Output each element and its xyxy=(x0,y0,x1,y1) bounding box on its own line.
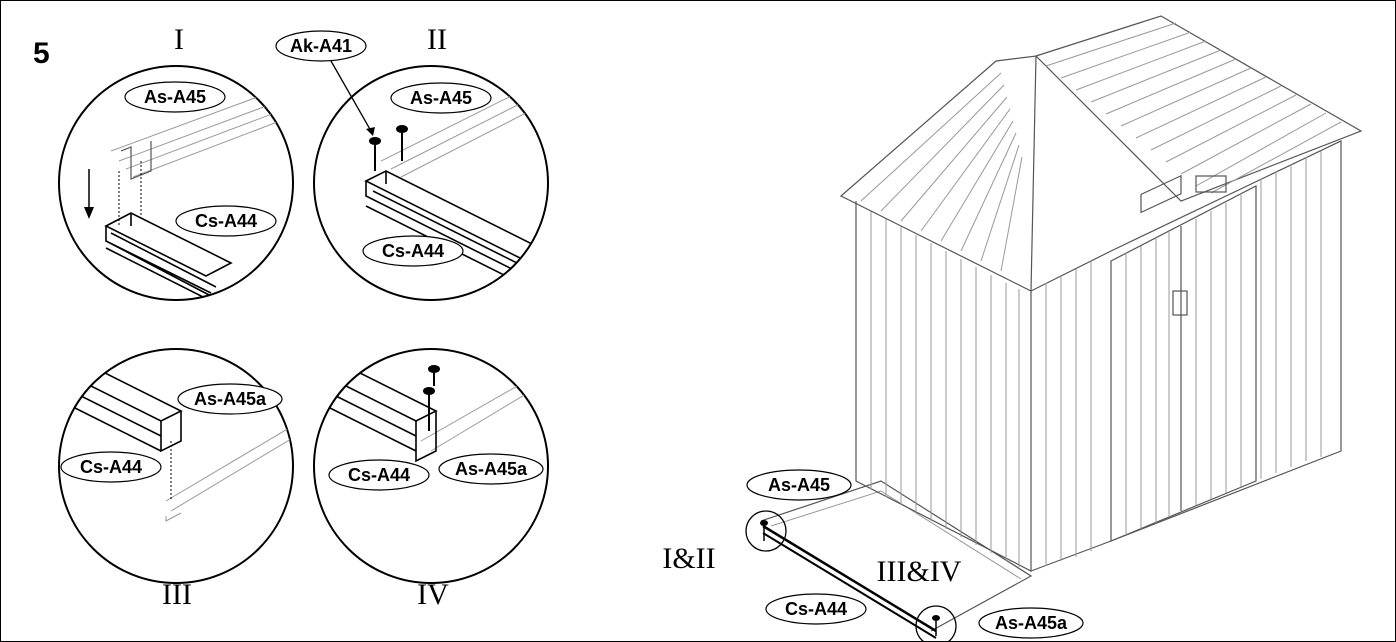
roof-right-ribs xyxy=(1045,22,1342,194)
front-wall xyxy=(1030,140,1342,572)
detail-IV: Cs-A44 As-A45a IV xyxy=(313,348,549,611)
door-panel xyxy=(1110,185,1257,542)
detail-III: As-A45a Cs-A44 III xyxy=(58,348,294,611)
label-as-a45: As-A45 xyxy=(410,88,472,108)
label-oval xyxy=(390,82,492,114)
callout-label: III&IV xyxy=(877,555,962,588)
roof-left xyxy=(839,55,1037,292)
step-number: 5 xyxy=(33,37,50,70)
screw-icon xyxy=(760,520,768,541)
detail-II: Ak-A41 As-A45 Cs-A44 II xyxy=(275,23,549,301)
label-cs-a44: Cs-A44 xyxy=(348,465,410,485)
label-oval xyxy=(275,30,367,62)
detail-I-circle xyxy=(58,65,294,301)
door-ribs xyxy=(1125,195,1242,535)
overview-label-cs-a44: Cs-A44 xyxy=(785,599,847,619)
door-handle xyxy=(1172,290,1188,316)
detail-roman-label: IV xyxy=(417,578,449,611)
label-as-a45: As-A45 xyxy=(144,87,206,107)
front-wall-ribs xyxy=(1045,151,1322,566)
left-wall-ribs xyxy=(870,211,1020,567)
vent-icon xyxy=(1140,174,1182,214)
screw-icon xyxy=(428,365,440,386)
label-ak-a41: Ak-A41 xyxy=(290,36,352,56)
label-cs-a44: Cs-A44 xyxy=(195,211,257,231)
shed-overview: As-A45 Cs-A44 As-A45a I&II III&IV xyxy=(662,15,1363,641)
detail-roman-label: III xyxy=(162,578,192,611)
callout-label: I&II xyxy=(662,542,715,575)
screw-icon xyxy=(423,387,435,431)
label-oval xyxy=(765,593,867,625)
callout-circle xyxy=(915,605,957,641)
label-oval xyxy=(978,607,1084,639)
detail-IV-circle xyxy=(313,348,549,584)
detail-II-circle xyxy=(313,65,549,301)
label-oval xyxy=(124,81,226,113)
label-as-a45a: As-A45a xyxy=(455,459,528,479)
vent-icon xyxy=(1195,175,1227,193)
detail-roman-label: I xyxy=(174,23,184,56)
label-oval xyxy=(362,235,464,267)
detail-roman-label: II xyxy=(427,23,447,56)
floor-frame xyxy=(760,480,1033,632)
roof-left-ribs xyxy=(860,72,1023,272)
left-wall xyxy=(855,201,1032,572)
label-oval xyxy=(328,459,430,491)
screw-icon xyxy=(396,125,408,161)
screw-icon xyxy=(369,137,381,171)
label-cs-a44: Cs-A44 xyxy=(80,457,142,477)
screw-icon xyxy=(932,615,940,636)
callout-circle xyxy=(745,510,787,552)
detail-I: As-A45 Cs-A44 I xyxy=(58,23,294,301)
label-as-a45a: As-A45a xyxy=(194,389,267,409)
label-oval xyxy=(746,469,852,501)
overview-label-as-a45a: As-A45a xyxy=(995,613,1068,633)
overview-label-as-a45: As-A45 xyxy=(768,475,830,495)
highlighted-rail xyxy=(762,524,937,633)
label-cs-a44: Cs-A44 xyxy=(382,241,444,261)
label-oval xyxy=(177,383,283,415)
roof-right xyxy=(1034,15,1363,202)
label-oval xyxy=(60,451,162,483)
label-oval xyxy=(175,205,277,237)
label-oval xyxy=(438,453,544,485)
